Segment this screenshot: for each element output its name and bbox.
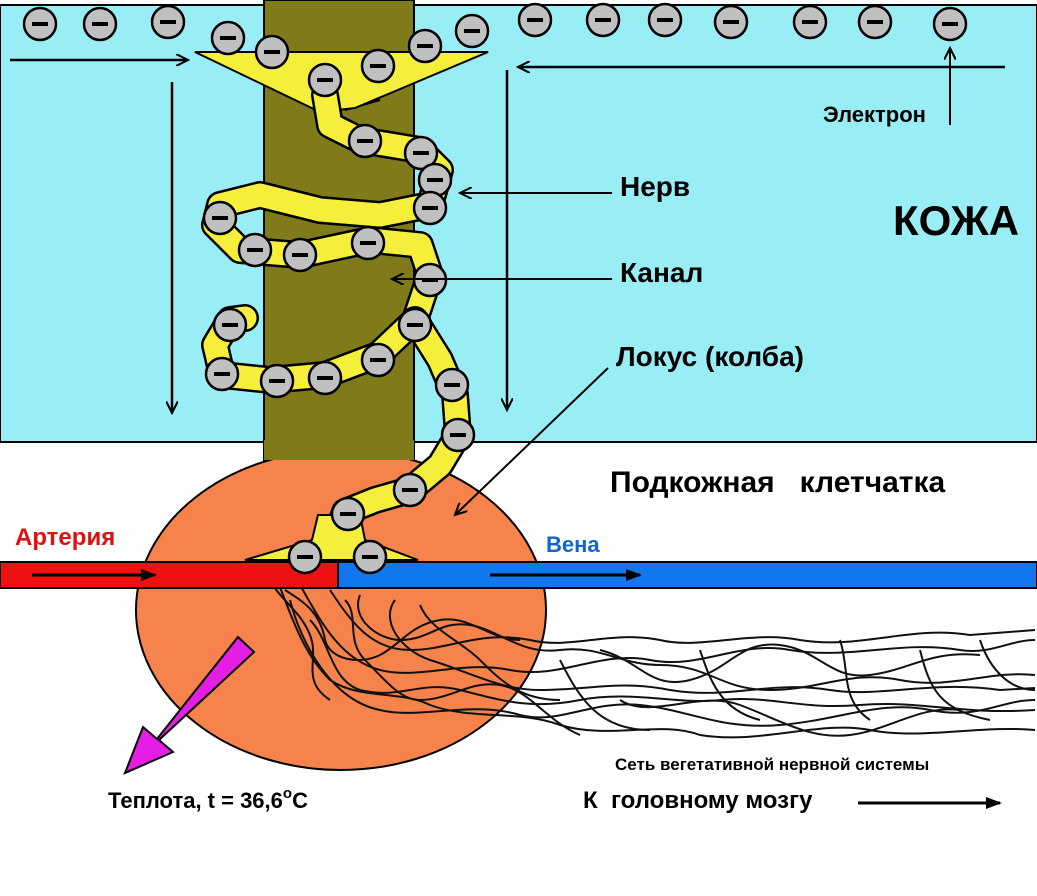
electron-minus-sign xyxy=(92,22,108,26)
nerve-trunk-lower xyxy=(264,440,414,460)
electron-minus-sign xyxy=(370,64,386,68)
electron-minus-sign xyxy=(867,20,883,24)
heat-label-prefix: Теплота, t = 36,6 xyxy=(108,788,283,813)
electron-minus-sign xyxy=(220,36,236,40)
electron-minus-sign xyxy=(317,376,333,380)
locus-pointer xyxy=(455,367,609,515)
electron-minus-sign xyxy=(444,383,460,387)
to-brain-label: К головному мозгу xyxy=(583,787,813,814)
electron-minus-sign xyxy=(595,18,611,22)
electron-minus-sign xyxy=(360,241,376,245)
heat-label: Теплота, t = 36,6oC xyxy=(108,785,308,813)
electron-minus-sign xyxy=(160,20,176,24)
skin-layer xyxy=(0,4,1037,443)
vein-label: Вена xyxy=(546,532,600,557)
electron-minus-sign xyxy=(527,18,543,22)
electron-minus-sign xyxy=(422,206,438,210)
electron-minus-sign xyxy=(723,20,739,24)
electron-minus-sign xyxy=(417,44,433,48)
heat-arrow xyxy=(123,635,256,775)
electron-minus-sign xyxy=(362,555,378,559)
electron-minus-sign xyxy=(247,248,263,252)
electron-minus-sign xyxy=(297,555,313,559)
electron-minus-sign xyxy=(214,372,230,376)
locus-label: Локус (колба) xyxy=(616,341,804,372)
electron-minus-sign xyxy=(370,358,386,362)
heat-label-degree: o xyxy=(283,785,292,802)
electron-minus-sign xyxy=(212,216,228,220)
vegetative-nerve-network xyxy=(269,574,1036,739)
locus-bulb xyxy=(135,449,547,771)
electron-minus-sign xyxy=(317,78,333,82)
vein-vessel xyxy=(337,561,1037,589)
channel-label: Канал xyxy=(620,257,703,288)
electron-minus-sign xyxy=(802,20,818,24)
electron-minus-sign xyxy=(340,512,356,516)
subcutaneous-label: Подкожная клетчатка xyxy=(610,466,946,499)
electron-minus-sign xyxy=(407,323,423,327)
electron-minus-sign xyxy=(357,139,373,143)
electron-minus-sign xyxy=(402,488,418,492)
electron-minus-sign xyxy=(450,433,466,437)
electron-minus-sign xyxy=(464,29,480,33)
electron-minus-sign xyxy=(657,18,673,22)
skin-label: КОЖА xyxy=(893,197,1019,244)
vegetative-network-label: Сеть вегетативной нервной системы xyxy=(615,755,929,774)
electron-minus-sign xyxy=(264,50,280,54)
artery-label: Артерия xyxy=(15,524,115,551)
electron-minus-sign xyxy=(427,178,443,182)
electron-minus-sign xyxy=(292,253,308,257)
electrons-group xyxy=(22,2,968,575)
electron-minus-sign xyxy=(269,379,285,383)
electron-minus-sign xyxy=(32,22,48,26)
electron-minus-sign xyxy=(413,151,429,155)
electron-minus-sign xyxy=(942,22,958,26)
electron-minus-sign xyxy=(222,323,238,327)
nerve-label: Нерв xyxy=(620,171,690,202)
heat-label-unit: C xyxy=(292,788,308,813)
electron-label: Электрон xyxy=(823,102,926,127)
